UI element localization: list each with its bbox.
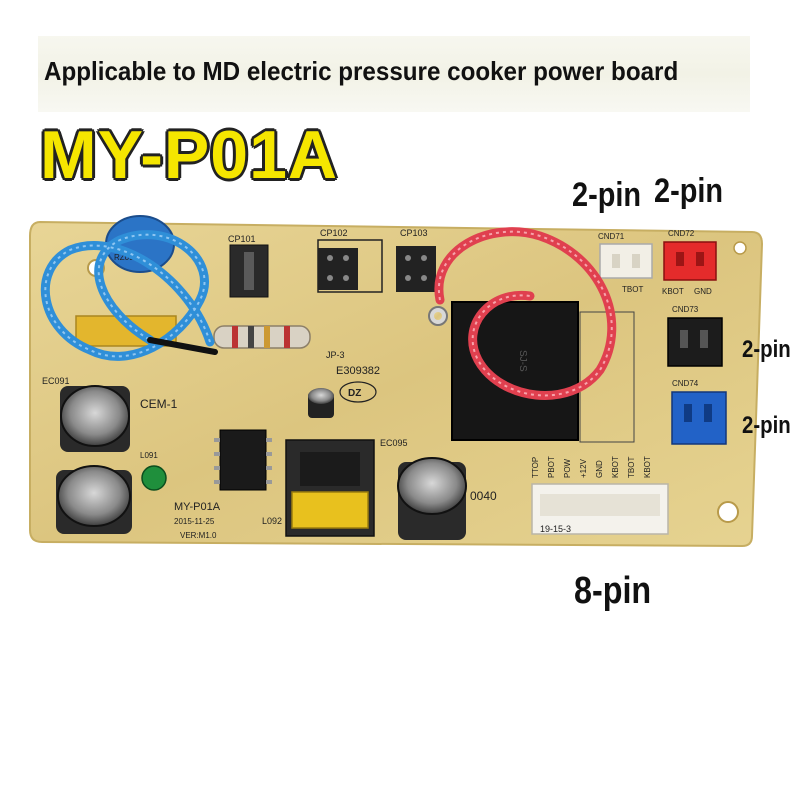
mount-hole <box>733 241 747 255</box>
label-batch: 19-15-3 <box>540 524 571 534</box>
headline-text: Applicable to MD electric pressure cooke… <box>44 56 679 86</box>
capacitor-ec095 <box>397 457 467 540</box>
transformer <box>285 439 375 537</box>
resistor <box>213 325 311 349</box>
label-code: 0040 <box>470 489 497 503</box>
capacitor-ec091 <box>60 385 130 452</box>
label-date: 2015-11-25 <box>174 517 215 526</box>
svg-text:SJ-S: SJ-S <box>517 350 528 372</box>
pin-label: +12V <box>579 458 588 478</box>
callout-cnd74: 2-pin <box>742 412 791 439</box>
cnd72-connector <box>663 241 717 281</box>
label-kbot: KBOT <box>662 287 684 296</box>
capacitor-small <box>308 388 334 418</box>
pin-label: KBOT <box>611 456 620 478</box>
label-cnd71: CND71 <box>598 232 625 241</box>
label-cnd72: CND72 <box>668 229 695 238</box>
pin-label: PBOT <box>547 456 556 478</box>
label-ec091: EC091 <box>42 376 70 386</box>
label-l091: L091 <box>140 451 158 460</box>
headline-banner <box>38 36 750 112</box>
pin-label: TBOT <box>627 457 636 478</box>
relay <box>451 301 579 441</box>
label-dz-logo: DZ <box>348 388 361 399</box>
cp102-connector <box>318 248 358 290</box>
callout-cnd73: 2-pin <box>742 336 791 363</box>
label-cert: E309382 <box>336 365 380 377</box>
pin-label: GND <box>595 460 604 478</box>
callout-cnd72: 2-pin <box>654 172 724 210</box>
mount-hole <box>717 501 739 523</box>
label-cem: CEM-1 <box>140 397 178 411</box>
ic-chip <box>219 429 267 491</box>
label-l092: L092 <box>262 516 282 526</box>
label-tbot: TBOT <box>622 285 643 294</box>
label-cp102: CP102 <box>320 228 348 238</box>
label-model: MY-P01A <box>174 501 221 513</box>
eight-pin-labels: TTOP PBOT POW +12V GND KBOT TBOT KBOT <box>531 456 652 478</box>
model-title: MY-P01A <box>40 117 338 193</box>
label-cnd73: CND73 <box>672 305 699 314</box>
cp103-connector <box>396 246 436 292</box>
pin-label: POW <box>563 458 572 478</box>
capacitor-ec092 <box>56 465 132 534</box>
cnd73-connector <box>667 317 723 367</box>
label-ec095: EC095 <box>380 438 408 448</box>
cnd74-connector <box>671 391 727 445</box>
label-cp103: CP103 <box>400 228 428 238</box>
pin-label: TTOP <box>531 457 540 478</box>
callout-main-connector: 8-pin <box>574 570 652 612</box>
pin-label: KBOT <box>643 456 652 478</box>
label-rz091: RZ091 <box>114 253 139 262</box>
callout-cnd71: 2-pin <box>572 176 642 214</box>
cnd71-connector <box>599 243 653 279</box>
label-cnd74: CND74 <box>672 379 699 388</box>
label-cp101: CP101 <box>228 234 256 244</box>
inductor-l091 <box>141 465 167 491</box>
label-jp: JP-3 <box>326 350 345 360</box>
label-ver: VER:M1.0 <box>180 531 217 540</box>
label-gnd: GND <box>694 287 712 296</box>
